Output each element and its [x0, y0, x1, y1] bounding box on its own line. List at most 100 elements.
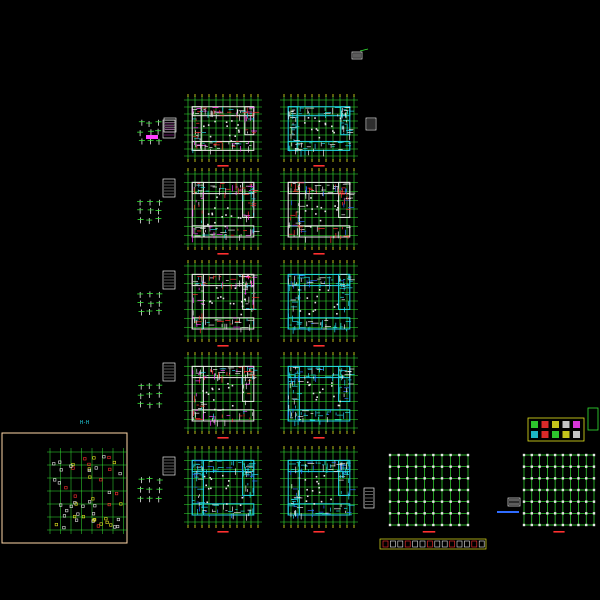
footing-mark	[57, 481, 61, 485]
column-node	[553, 512, 557, 515]
footing-mark	[73, 501, 77, 505]
footing-mark	[58, 460, 62, 464]
column-node	[388, 500, 392, 503]
column-mark	[225, 121, 228, 124]
footing-mark	[105, 520, 109, 524]
column-mark	[205, 484, 208, 487]
schedule-cell	[464, 540, 470, 548]
column-mark	[306, 381, 309, 384]
column-node	[423, 512, 426, 515]
column-node	[458, 488, 461, 492]
column-node	[538, 477, 541, 480]
column-node	[432, 500, 435, 503]
column-mark	[332, 130, 334, 132]
right-plan-sheet	[280, 94, 358, 167]
legend-swatch	[552, 431, 559, 438]
column-node	[466, 500, 470, 503]
column-mark	[210, 478, 213, 481]
column-node	[397, 523, 400, 527]
column-node	[577, 477, 580, 480]
column-node	[466, 523, 470, 527]
column-node	[561, 500, 565, 503]
notes-block	[162, 362, 176, 382]
legend-swatch	[573, 421, 580, 428]
column-mark	[306, 488, 308, 491]
footing-mark	[71, 466, 75, 470]
column-mark	[211, 213, 214, 216]
footing-mark	[118, 472, 122, 476]
column-mark	[229, 302, 232, 305]
sheet-title-stub	[553, 531, 565, 533]
column-node	[592, 523, 596, 527]
legend-swatch	[531, 431, 538, 438]
column-node	[449, 465, 452, 468]
column-mark	[321, 388, 324, 391]
left-plan-sheet	[184, 94, 262, 167]
column-node	[538, 523, 541, 527]
column-node	[522, 465, 526, 468]
schedule-cell	[449, 540, 455, 548]
column-mark	[331, 382, 333, 384]
footing-mark	[91, 497, 95, 501]
column-node	[569, 512, 572, 515]
column-node	[553, 500, 557, 503]
notes-frame	[363, 487, 375, 509]
column-mark	[207, 223, 209, 226]
column-node	[553, 453, 557, 457]
column-mark	[316, 205, 319, 208]
footing-mark	[116, 524, 120, 529]
column-node	[458, 500, 461, 503]
column-mark	[237, 124, 239, 126]
column-node	[388, 453, 392, 457]
column-mark	[210, 487, 212, 490]
column-mark	[323, 474, 326, 477]
right-plan-sheet	[280, 446, 358, 533]
left-plan-sheet	[184, 446, 262, 533]
schedule-cell	[471, 540, 478, 548]
column-node	[397, 512, 400, 515]
column-mark	[235, 127, 238, 129]
column-node	[561, 453, 565, 457]
column-node	[414, 477, 418, 480]
column-mark	[225, 487, 228, 490]
column-mark	[324, 122, 327, 125]
footing-mark	[93, 504, 97, 508]
column-node	[522, 512, 526, 515]
column-mark	[331, 125, 333, 128]
column-node	[569, 465, 572, 468]
column-mark	[336, 209, 338, 211]
column-node	[546, 523, 549, 527]
column-node	[388, 512, 392, 515]
wall-band-bottom	[191, 140, 255, 151]
column-node	[569, 477, 572, 480]
column-mark	[211, 388, 214, 391]
column-mark	[310, 128, 313, 131]
sheet-title-stub	[217, 531, 229, 533]
column-mark	[333, 131, 335, 134]
legend-swatch	[541, 431, 549, 438]
column-node	[592, 477, 596, 480]
footing-mark	[107, 503, 111, 507]
column-mark	[333, 306, 336, 308]
footing-mark	[53, 478, 57, 482]
detail-mark: H-H	[80, 420, 89, 426]
schedule-cell	[427, 540, 433, 548]
column-mark	[211, 387, 214, 390]
column-node	[414, 523, 418, 527]
footing-mark	[54, 523, 58, 527]
column-node	[522, 453, 526, 457]
column-mark	[209, 476, 211, 479]
column-mark	[334, 205, 336, 207]
column-schedule-strip	[379, 538, 487, 550]
column-mark	[316, 129, 319, 132]
column-mark	[315, 128, 318, 130]
footing-mark	[81, 504, 85, 508]
footing-mark	[92, 518, 96, 522]
column-node	[538, 500, 541, 503]
column-node	[466, 488, 470, 492]
column-node	[553, 477, 557, 480]
column-node	[423, 488, 426, 492]
column-mark	[336, 312, 338, 315]
column-mark	[320, 500, 323, 503]
footing-mark	[99, 522, 103, 526]
